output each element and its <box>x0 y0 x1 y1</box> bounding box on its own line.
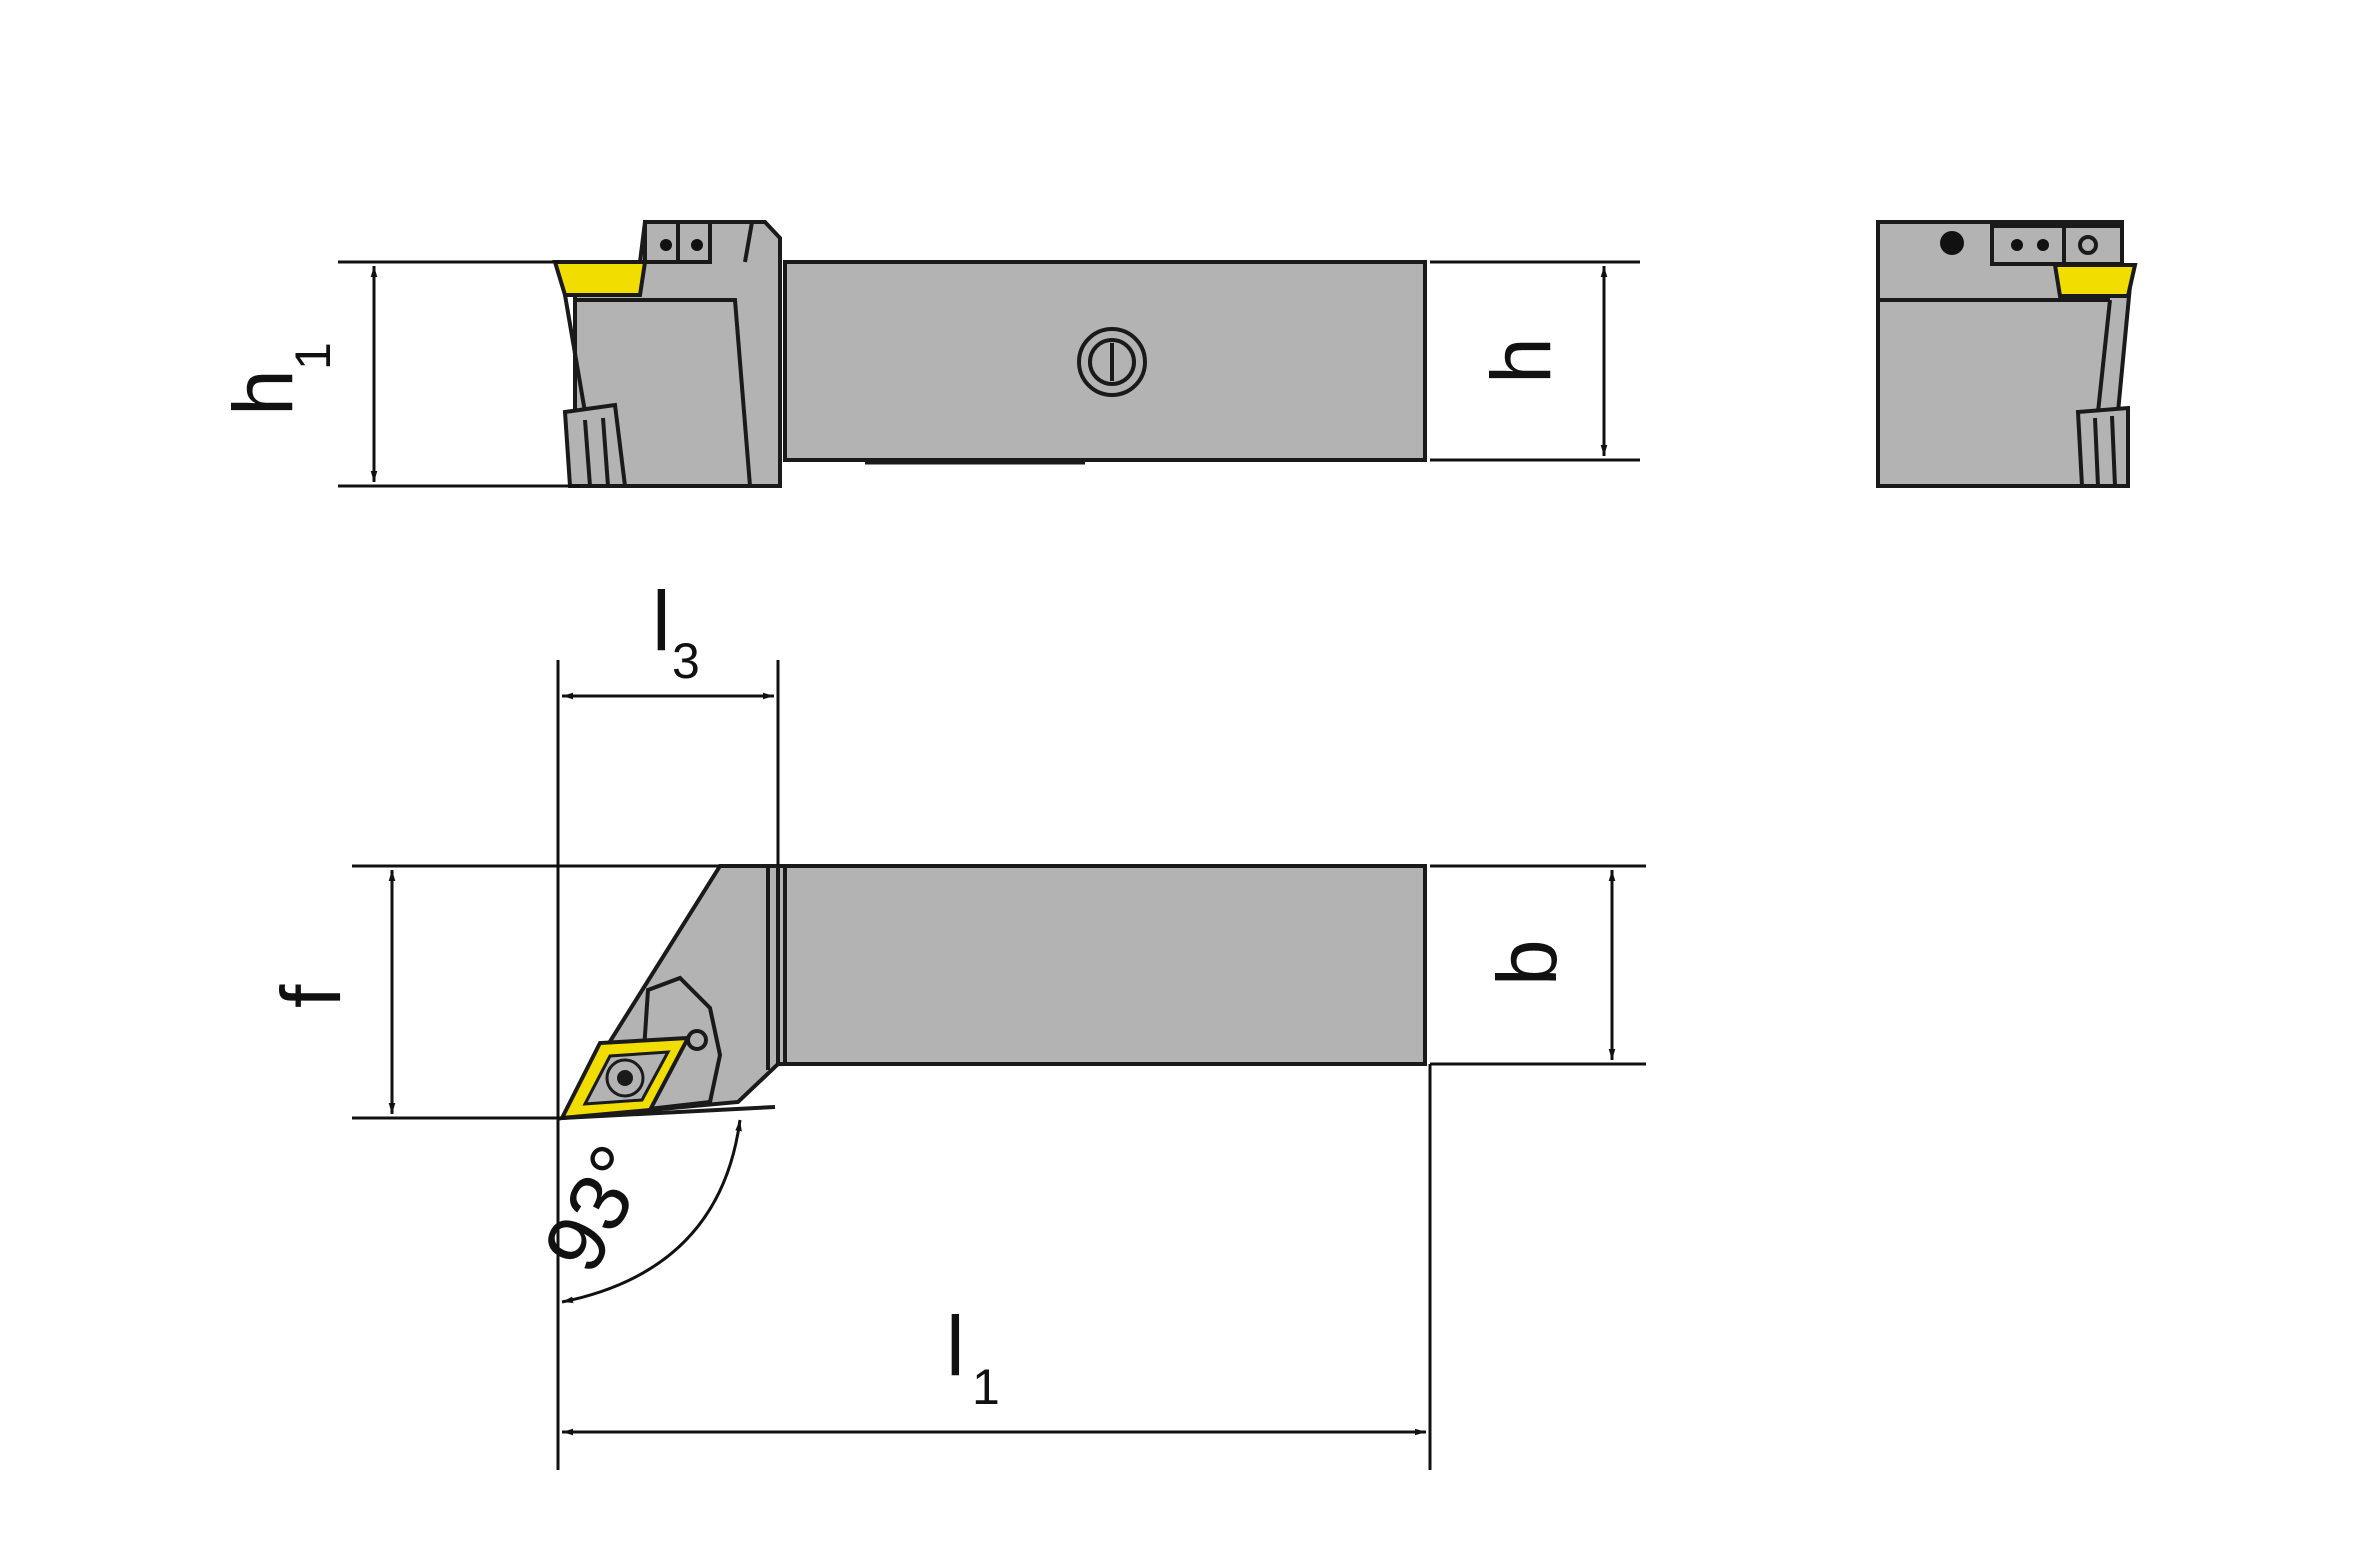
dim-l1-label-main: l <box>946 1299 965 1393</box>
dim-l3 <box>556 660 780 1470</box>
dim-l1 <box>562 1064 1432 1470</box>
top-view <box>558 864 1427 1121</box>
side-view-screw-dot-2 <box>691 239 703 251</box>
dim-angle-label: 93° <box>525 1130 668 1286</box>
dim-angle <box>561 1119 742 1304</box>
dim-f <box>352 864 720 1120</box>
top-view-cutting-edge <box>561 1105 776 1120</box>
top-view-pin <box>686 1029 708 1051</box>
side-view-seat-line <box>563 294 587 413</box>
end-view-clamp-1 <box>1990 224 2066 266</box>
dim-h1-label-main: h <box>216 369 310 416</box>
end-view-dot-1 <box>2011 239 2023 251</box>
dim-l3-label: l 3 <box>652 574 700 689</box>
end-view-shim-line-1 <box>2093 417 2100 487</box>
dim-angle-arc <box>561 1119 742 1304</box>
dim-h-label-main: h <box>1474 337 1568 384</box>
side-view-head-edge <box>743 221 754 263</box>
dim-l1-label: l 1 <box>946 1299 1000 1415</box>
dim-angle-label-main: 93° <box>525 1130 668 1286</box>
side-view <box>552 220 1427 488</box>
dim-h <box>1430 260 1640 462</box>
dim-l3-label-sub: 3 <box>672 633 700 689</box>
dim-h1-label: h 1 <box>216 342 341 416</box>
dim-f-label-main: f <box>264 984 358 1008</box>
dim-l3-label-main: l <box>652 574 671 668</box>
dim-h-label: h <box>1474 337 1568 384</box>
end-view-dot-2 <box>2037 239 2049 251</box>
top-view-insert-screw-center <box>617 1070 633 1086</box>
side-view-head-step <box>575 298 752 487</box>
dim-f-label: f <box>264 984 358 1008</box>
end-view-bolt <box>1940 231 1964 255</box>
end-view-shim <box>2075 405 2130 488</box>
dim-b <box>1430 864 1646 1066</box>
end-view-dot-3 <box>2078 235 2098 255</box>
dim-l1-label-sub: 1 <box>972 1359 1000 1415</box>
side-view-shim-line-2 <box>601 417 610 487</box>
dim-b-label-main: b <box>1480 939 1574 986</box>
side-view-insert <box>552 260 648 297</box>
end-view <box>1876 220 2138 488</box>
side-view-shim <box>562 402 628 488</box>
end-view-shim-line-2 <box>2110 415 2117 487</box>
end-view-insert <box>2052 263 2138 298</box>
top-view-shank <box>783 864 1427 1066</box>
dim-b-label: b <box>1480 939 1574 986</box>
side-view-shim-line-1 <box>583 419 592 487</box>
end-view-seat-line <box>2096 299 2112 413</box>
side-view-screw-dot-1 <box>660 239 672 251</box>
dim-h1 <box>338 260 580 488</box>
dim-h1-label-sub: 1 <box>285 342 341 370</box>
